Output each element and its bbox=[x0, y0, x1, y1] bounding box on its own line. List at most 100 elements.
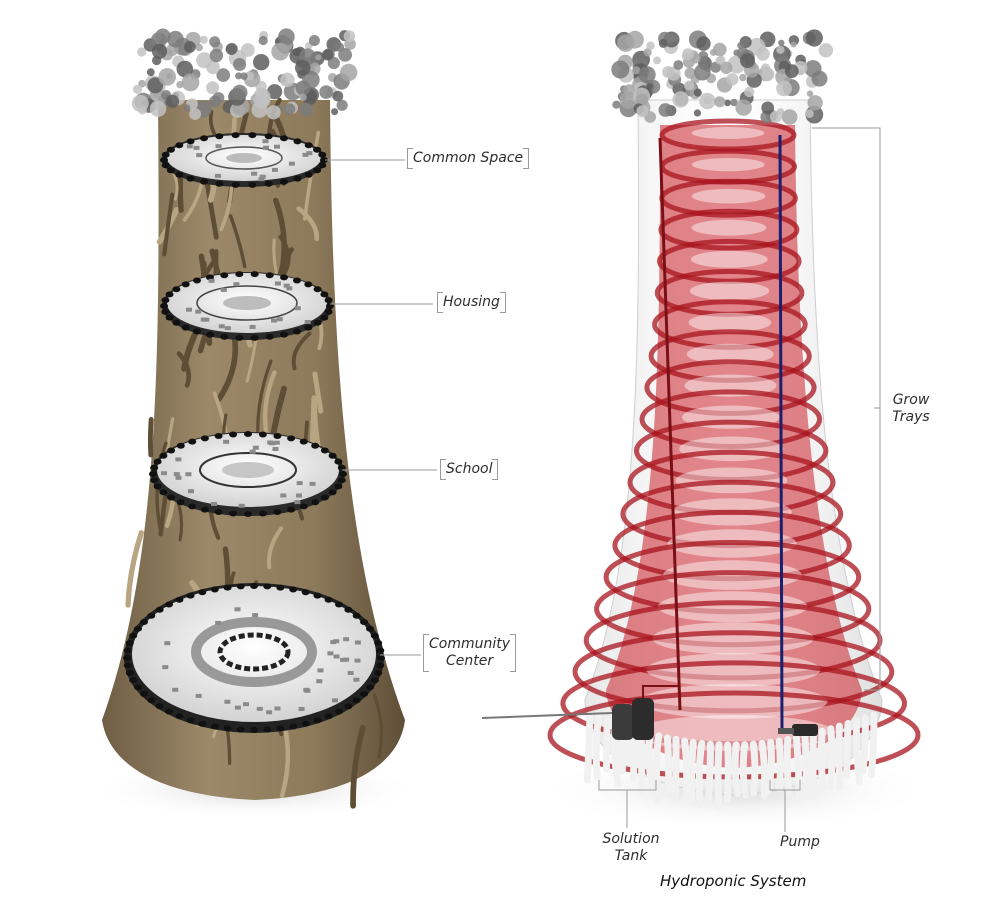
rim-bead bbox=[186, 717, 195, 724]
root-strand bbox=[809, 730, 818, 801]
foliage-cluster bbox=[720, 61, 733, 74]
rim-bead bbox=[223, 584, 232, 591]
label-school: School bbox=[440, 459, 499, 480]
foliage-cluster bbox=[776, 45, 785, 54]
left-tower bbox=[85, 28, 425, 820]
furniture-block bbox=[224, 326, 231, 331]
rim-bead bbox=[166, 167, 175, 174]
rim-bead bbox=[313, 286, 322, 293]
foliage-cluster bbox=[231, 84, 248, 101]
rim-bead bbox=[223, 725, 232, 732]
rim-bead bbox=[293, 328, 301, 335]
furniture-block bbox=[353, 677, 360, 682]
rim-bead bbox=[206, 331, 214, 338]
rim-bead bbox=[125, 640, 134, 646]
solution-tank bbox=[481, 685, 680, 740]
furniture-block bbox=[196, 153, 203, 158]
rim-bead bbox=[344, 606, 353, 613]
foliage-cluster bbox=[158, 68, 176, 86]
rim-bead bbox=[181, 324, 190, 331]
rim-bead bbox=[198, 589, 207, 596]
furniture-block bbox=[223, 439, 230, 444]
foliage-cluster bbox=[308, 35, 320, 46]
foliage-cluster bbox=[315, 54, 322, 61]
furniture-block bbox=[218, 324, 225, 329]
root-strand bbox=[266, 526, 284, 570]
rim-bead bbox=[276, 584, 285, 591]
rim-bead bbox=[165, 291, 174, 298]
root-strand bbox=[724, 741, 732, 804]
foliage-cluster bbox=[206, 81, 220, 95]
rim-bead bbox=[200, 178, 208, 185]
foliage-cluster bbox=[149, 100, 167, 117]
rim-bead bbox=[175, 596, 184, 603]
rim-bead bbox=[301, 589, 310, 596]
rim-bead bbox=[165, 708, 173, 715]
rim-bead bbox=[250, 583, 258, 589]
furniture-block bbox=[273, 440, 280, 445]
furniture-block bbox=[233, 282, 240, 287]
foliage-cluster bbox=[338, 48, 352, 62]
rim-bead bbox=[320, 314, 329, 321]
foliage-cluster bbox=[295, 80, 311, 96]
root-strand bbox=[695, 739, 706, 808]
root-strand bbox=[350, 725, 366, 809]
rim-bead bbox=[287, 435, 296, 442]
furniture-block bbox=[316, 679, 323, 684]
foliage-cluster bbox=[778, 39, 785, 47]
root-strand bbox=[653, 732, 663, 804]
rim-bead bbox=[214, 509, 223, 515]
label-text-line2: Tank bbox=[614, 848, 648, 864]
furniture-block bbox=[276, 317, 283, 322]
foliage-cluster bbox=[740, 53, 755, 69]
rim-bead bbox=[166, 146, 175, 153]
rim-bead bbox=[324, 596, 333, 603]
rim-bead bbox=[161, 297, 170, 304]
root-strand bbox=[592, 714, 603, 781]
foliage-cluster bbox=[818, 43, 834, 58]
rim-bead bbox=[280, 135, 288, 142]
rim-bead bbox=[188, 503, 197, 510]
rim-bead bbox=[313, 592, 322, 599]
furniture-block bbox=[306, 151, 313, 156]
rim-bead bbox=[304, 171, 313, 178]
foliage-cluster bbox=[305, 92, 315, 101]
grow-tray-ring bbox=[612, 509, 852, 582]
rim-bead bbox=[200, 506, 209, 513]
rim-bead bbox=[311, 499, 320, 506]
rim-bead bbox=[304, 281, 313, 288]
rim-bead bbox=[344, 703, 353, 710]
rim-bead bbox=[147, 612, 156, 619]
rim-bead bbox=[293, 138, 302, 145]
rim-bead bbox=[376, 647, 385, 654]
furniture-block bbox=[272, 447, 279, 451]
root-strand bbox=[637, 727, 647, 797]
rim-bead bbox=[129, 632, 138, 639]
label-community-center: Community Center bbox=[423, 634, 517, 672]
root-strand bbox=[852, 717, 863, 785]
rim-bead bbox=[220, 272, 229, 279]
rim-bead bbox=[324, 713, 333, 720]
furniture-block bbox=[294, 500, 301, 505]
rim-bead bbox=[276, 725, 285, 732]
foliage-cluster bbox=[724, 99, 731, 107]
rim-bead bbox=[334, 483, 343, 490]
foliage-cluster bbox=[165, 94, 180, 108]
rim-bead bbox=[328, 489, 337, 496]
rim-bead bbox=[280, 331, 288, 338]
root-strand bbox=[859, 714, 869, 776]
rim-bead bbox=[352, 697, 361, 704]
foliage-cluster bbox=[271, 42, 290, 61]
rim-bead bbox=[313, 146, 322, 153]
foliage-cluster bbox=[199, 35, 208, 44]
right-tower bbox=[481, 29, 935, 830]
rim-bead bbox=[134, 684, 142, 691]
foliage-cluster bbox=[612, 100, 621, 109]
pump bbox=[778, 724, 818, 736]
furniture-block bbox=[302, 152, 309, 157]
rim-bead bbox=[265, 333, 274, 340]
furniture-block bbox=[251, 171, 258, 176]
grow-tray-ring bbox=[657, 238, 802, 284]
rim-bead bbox=[320, 291, 329, 298]
furniture-block bbox=[252, 613, 259, 618]
